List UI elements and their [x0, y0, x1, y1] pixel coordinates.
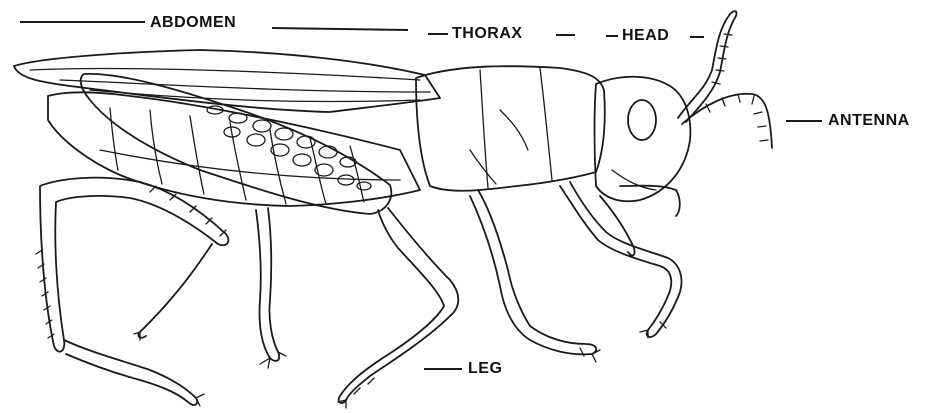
- hind-leg: [36, 178, 228, 406]
- middle-legs: [256, 208, 458, 408]
- abdomen: [48, 92, 420, 206]
- palps: [600, 186, 680, 256]
- thorax: [416, 66, 605, 191]
- femur-spots: [207, 106, 371, 190]
- abdomen-leader-right: [272, 28, 408, 30]
- label-head: HEAD: [622, 28, 669, 44]
- compound-eye: [628, 100, 656, 140]
- label-abdomen: ABDOMEN: [150, 15, 236, 31]
- antennae: [678, 11, 772, 148]
- label-leg: LEG: [468, 361, 502, 377]
- label-thorax: THORAX: [452, 26, 523, 42]
- head: [595, 77, 691, 202]
- front-legs: [470, 182, 682, 362]
- label-antenna: ANTENNA: [828, 113, 910, 129]
- forewing: [14, 50, 440, 112]
